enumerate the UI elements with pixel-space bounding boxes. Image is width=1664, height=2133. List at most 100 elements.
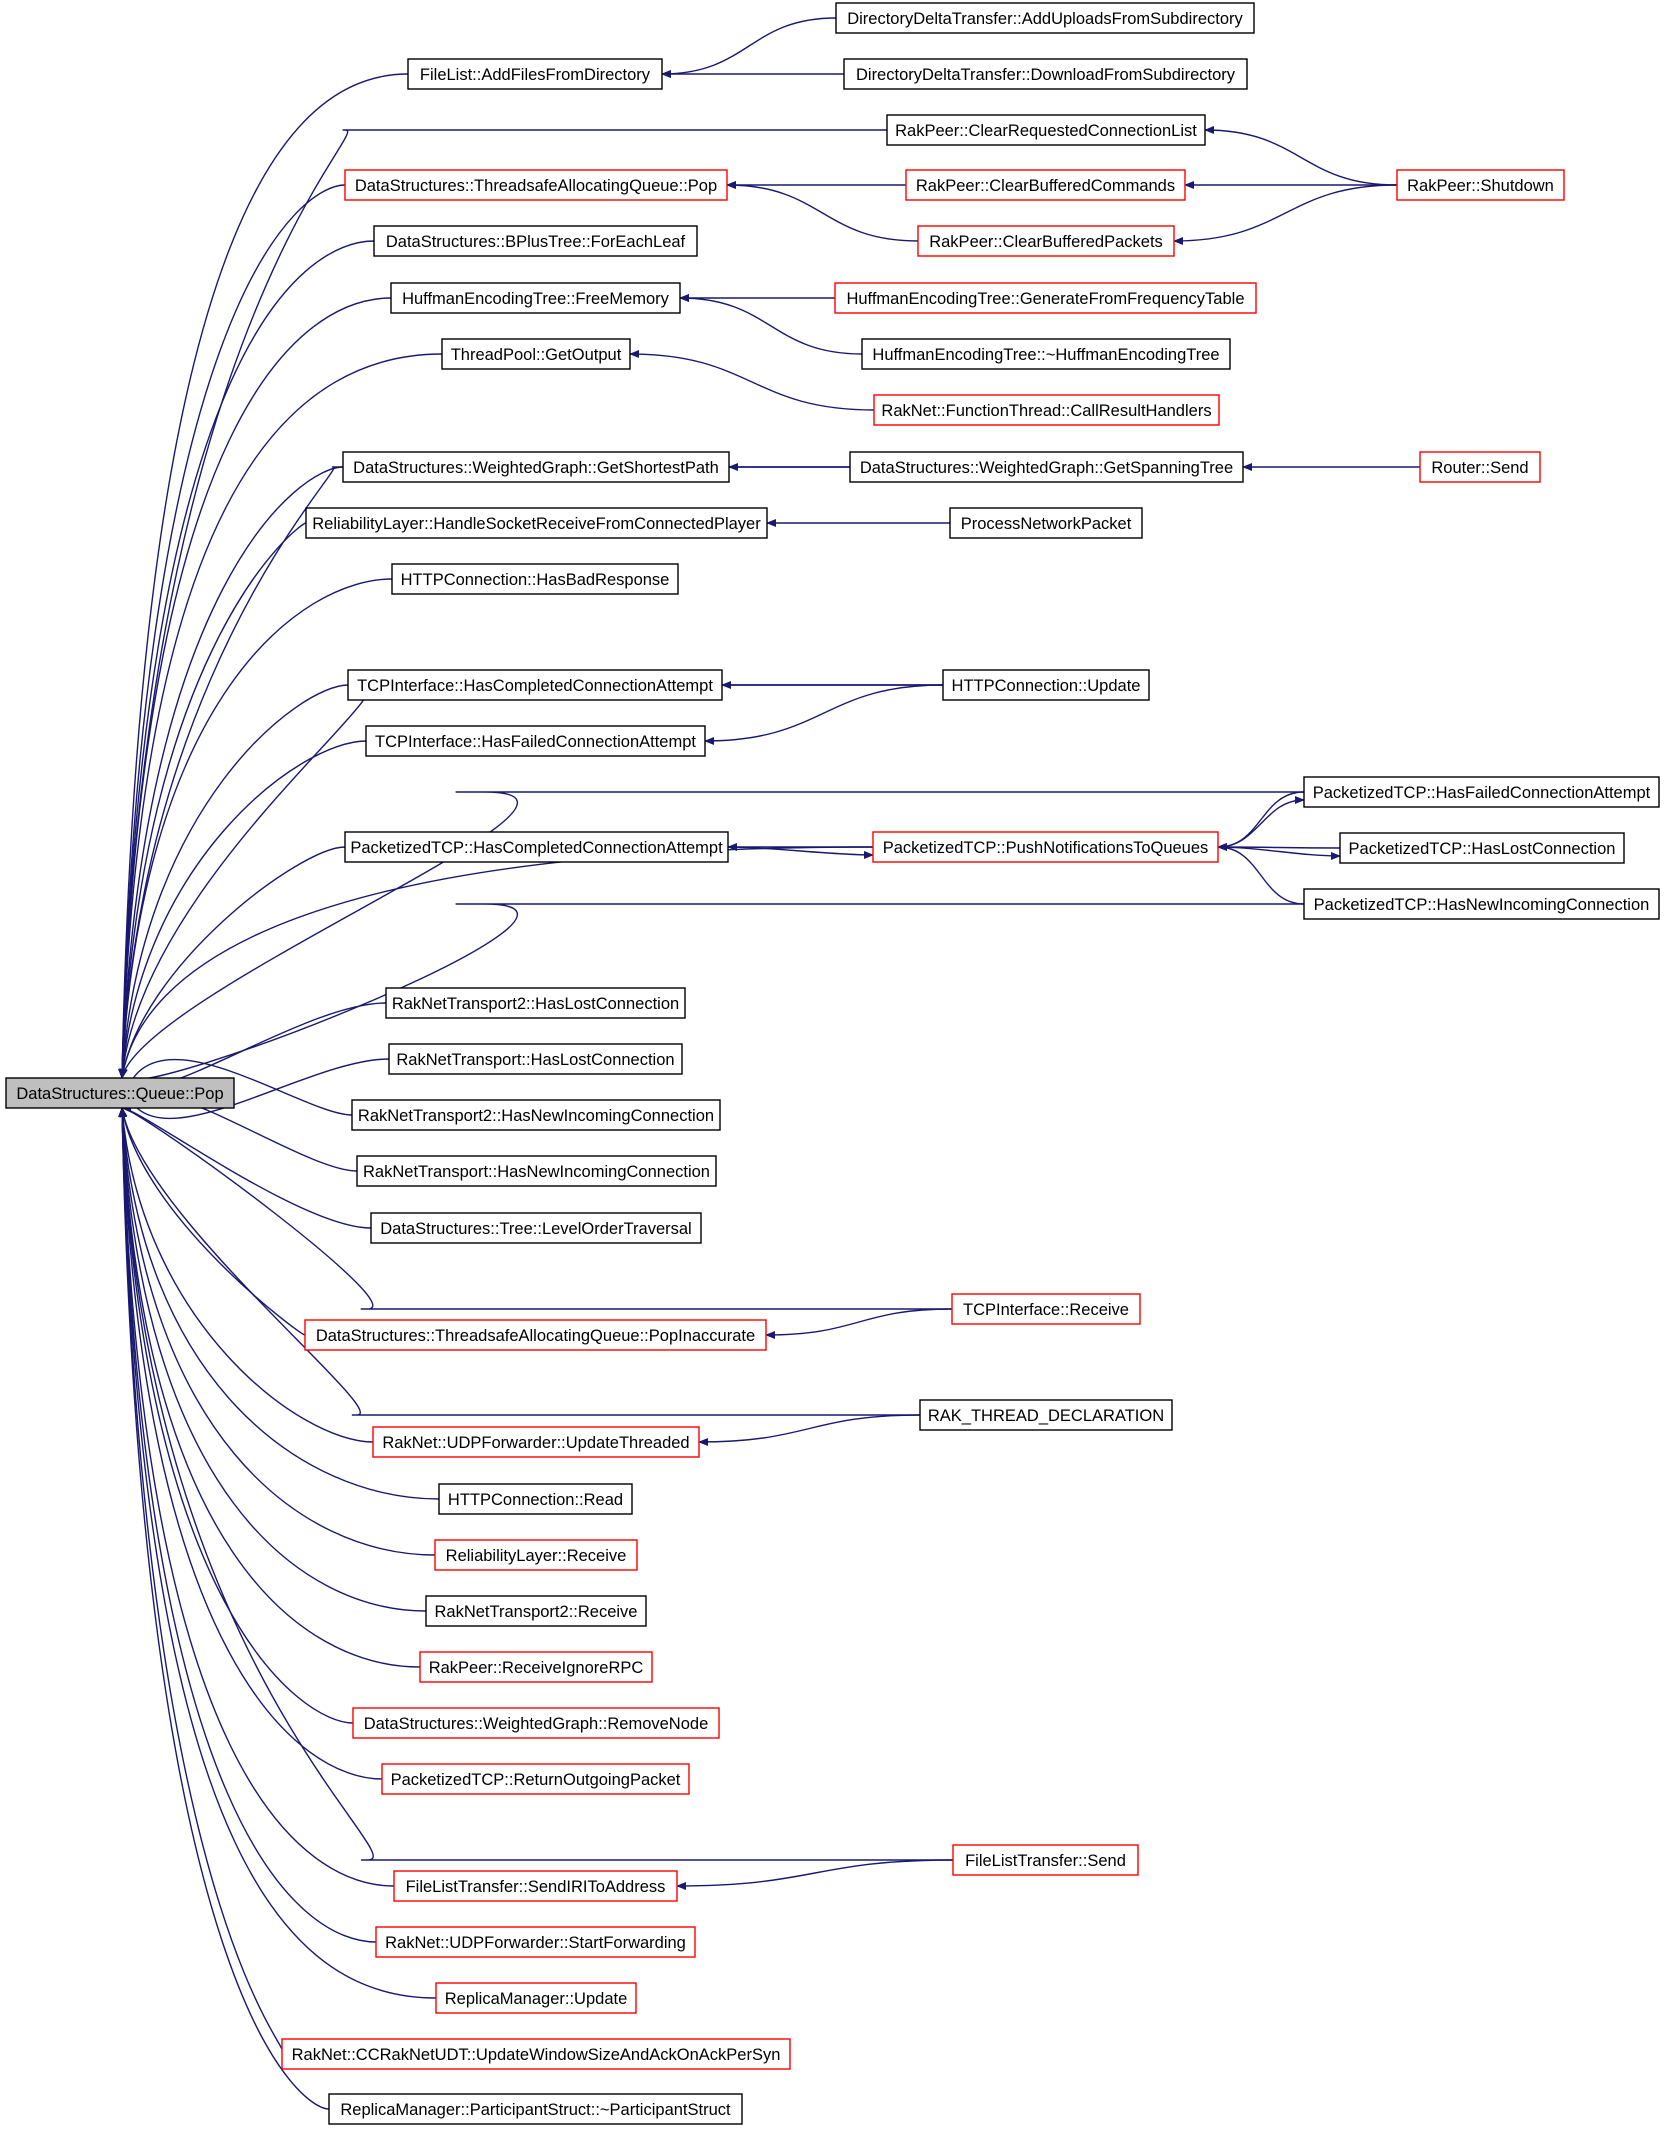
node-box	[835, 2, 1255, 34]
node-directory-delta-transfer-add-uploads-from-subdirectory[interactable]: DirectoryDeltaTransfer::AddUploadsFromSu…	[835, 2, 1255, 34]
node-rak-net-transport2-receive[interactable]: RakNetTransport2::Receive	[425, 1595, 647, 1627]
node-box	[347, 669, 723, 701]
node-box	[351, 1099, 721, 1131]
node-thread-pool-get-output[interactable]: ThreadPool::GetOutput	[441, 338, 631, 370]
node-huffman-encoding-tree-free-memory[interactable]: HuffmanEncodingTree::FreeMemory	[390, 282, 681, 314]
node-packetized-tcp-return-outgoing-packet[interactable]: PacketizedTCP::ReturnOutgoingPacket	[381, 1763, 690, 1795]
edge-n40-to-root	[118, 1107, 427, 1612]
node-box	[352, 1707, 720, 1739]
node-rak-peer-shutdown[interactable]: RakPeer::Shutdown	[1396, 169, 1565, 201]
node-file-list-transfer-send[interactable]: FileListTransfer::Send	[952, 1844, 1139, 1876]
node-replica-manager-update[interactable]: ReplicaManager::Update	[435, 1982, 637, 2014]
node-httpconnection-has-bad-response[interactable]: HTTPConnection::HasBadResponse	[391, 563, 679, 595]
node-file-list-add-files-from-directory[interactable]: FileList::AddFilesFromDirectory	[407, 58, 663, 90]
node-rak-net-udpforwarder-start-forwarding[interactable]: RakNet::UDPForwarder::StartForwarding	[375, 1926, 696, 1958]
node-label: DataStructures::Tree::LevelOrderTraversa…	[380, 1220, 691, 1238]
node-box	[919, 1399, 1173, 1431]
node-data-structures-bplus-tree-for-each-leaf[interactable]: DataStructures::BPlusTree::ForEachLeaf	[373, 225, 698, 257]
node-huffman-encoding-tree-generate-from-frequency-table[interactable]: HuffmanEncodingTree::GenerateFromFrequen…	[834, 282, 1257, 314]
node-box	[385, 987, 686, 1019]
node-box	[1419, 451, 1541, 483]
node-label: DataStructures::WeightedGraph::GetSpanni…	[860, 459, 1233, 477]
node-box	[435, 1982, 637, 2014]
node-box	[843, 58, 1248, 90]
node-httpconnection-update[interactable]: HTTPConnection::Update	[942, 669, 1150, 701]
node-rak-net-transport-has-new-incoming-connection[interactable]: RakNetTransport::HasNewIncomingConnectio…	[356, 1155, 717, 1187]
node-data-structures-weighted-graph-get-spanning-tree[interactable]: DataStructures::WeightedGraph::GetSpanni…	[849, 451, 1244, 483]
node-rak-net-transport-has-lost-connection[interactable]: RakNetTransport::HasLostConnection	[388, 1043, 683, 1075]
node-box	[1396, 169, 1565, 201]
node-data-structures-weighted-graph-get-shortest-path[interactable]: DataStructures::WeightedGraph::GetShorte…	[342, 451, 730, 483]
node-box	[438, 1483, 633, 1515]
node-packetized-tcp-has-completed-connection-attempt[interactable]: PacketizedTCP::HasCompletedConnectionAtt…	[344, 831, 729, 863]
node-box	[344, 169, 728, 201]
node-data-structures-threadsafe-allocating-queue-pop[interactable]: DataStructures::ThreadsafeAllocatingQueu…	[344, 169, 728, 201]
node-directory-delta-transfer-download-from-subdirectory[interactable]: DirectoryDeltaTransfer::DownloadFromSubd…	[843, 58, 1248, 90]
node-label: FileListTransfer::Send	[965, 1852, 1126, 1870]
node-label: ReplicaManager::ParticipantStruct::~Part…	[340, 2101, 731, 2119]
node-rak-peer-clear-buffered-commands[interactable]: RakPeer::ClearBufferedCommands	[905, 169, 1186, 201]
node-box	[886, 114, 1206, 146]
edge-n26-to-n27	[1217, 846, 1341, 860]
node-label: FileList::AddFilesFromDirectory	[420, 66, 651, 84]
node-box	[949, 507, 1143, 539]
node-label: RakPeer::Shutdown	[1407, 177, 1554, 195]
node-rak-net-function-thread-call-result-handlers[interactable]: RakNet::FunctionThread::CallResultHandle…	[873, 394, 1220, 426]
node-huffman-encoding-tree-tilde-huffman-encoding-tree[interactable]: HuffmanEncodingTree::~HuffmanEncodingTre…	[861, 338, 1231, 370]
edge-n47-to-root	[118, 1107, 437, 1999]
node-data-structures-queue-pop[interactable]: DataStructures::Queue::Pop	[5, 1077, 235, 1109]
node-label: HuffmanEncodingTree::FreeMemory	[402, 290, 670, 308]
edge-n20-to-root	[118, 578, 393, 1079]
node-data-structures-weighted-graph-remove-node[interactable]: DataStructures::WeightedGraph::RemoveNod…	[352, 1707, 720, 1739]
node-label: ReplicaManager::Update	[445, 1990, 628, 2008]
edge-n37-to-root	[118, 1107, 374, 1443]
node-rak-net-transport2-has-lost-connection[interactable]: RakNetTransport2::HasLostConnection	[385, 987, 686, 1019]
edge-n12-to-n10	[679, 294, 863, 355]
node-label: DataStructures::WeightedGraph::GetShorte…	[353, 459, 719, 477]
node-packetized-tcp-push-notifications-to-queues[interactable]: PacketizedTCP::PushNotificationsToQueues	[872, 831, 1219, 863]
node-box	[391, 563, 679, 595]
edge-n36-to-n37	[698, 1414, 921, 1446]
edge-n7-to-n4	[1204, 126, 1398, 186]
node-label: ProcessNetworkPacket	[961, 515, 1132, 533]
node-box	[381, 1763, 690, 1795]
node-rak-net-transport2-has-new-incoming-connection[interactable]: RakNetTransport2::HasNewIncomingConnecti…	[351, 1099, 721, 1131]
edge-n14-to-n13	[629, 350, 875, 411]
node-box	[375, 1926, 696, 1958]
node-packetized-tcp-has-lost-connection[interactable]: PacketizedTCP::HasLostConnection	[1339, 832, 1625, 864]
node-rak-net-udpforwarder-update-threaded[interactable]: RakNet::UDPForwarder::UpdateThreaded	[372, 1426, 700, 1458]
node-file-list-transfer-send-irito-address[interactable]: FileListTransfer::SendIRIToAddress	[393, 1870, 678, 1902]
node-data-structures-tree-level-order-traversal[interactable]: DataStructures::Tree::LevelOrderTraversa…	[370, 1212, 702, 1244]
node-process-network-packet[interactable]: ProcessNetworkPacket	[949, 507, 1143, 539]
node-rak-peer-clear-buffered-packets[interactable]: RakPeer::ClearBufferedPackets	[917, 225, 1175, 257]
node-packetized-tcp-has-failed-connection-attempt[interactable]: PacketizedTCP::HasFailedConnectionAttemp…	[1303, 776, 1660, 808]
node-tcpinterface-has-failed-connection-attempt[interactable]: TCPInterface::HasFailedConnectionAttempt	[365, 725, 706, 757]
function-nodes: DataStructures::Queue::Pop DirectoryDelta…	[5, 2, 1660, 2125]
node-reliability-layer-handle-socket-receive-from-connected-player[interactable]: ReliabilityLayer::HandleSocketReceiveFro…	[305, 507, 768, 539]
node-label: DataStructures::BPlusTree::ForEachLeaf	[386, 233, 686, 251]
node-httpconnection-read[interactable]: HTTPConnection::Read	[438, 1483, 633, 1515]
node-reliability-layer-receive[interactable]: ReliabilityLayer::Receive	[434, 1539, 638, 1571]
node-label: HTTPConnection::Update	[952, 677, 1141, 695]
node-rak-peer-clear-requested-connection-list[interactable]: RakPeer::ClearRequestedConnectionList	[886, 114, 1206, 146]
edge-n44-to-n45	[676, 1859, 954, 1890]
node-rak-net-ccrak-net-udt-update-window-size-and-ack-on-ack-per-syn[interactable]: RakNet::CCRakNetUDT::UpdateWindowSizeAnd…	[281, 2038, 791, 2070]
node-packetized-tcp-has-new-incoming-connection[interactable]: PacketizedTCP::HasNewIncomingConnection	[1303, 888, 1660, 920]
node-box	[388, 1043, 683, 1075]
node-box	[425, 1595, 647, 1627]
node-rak-thread-declaration[interactable]: RAK_THREAD_DECLARATION	[919, 1399, 1173, 1431]
edge-n15-to-root	[118, 466, 344, 1079]
edge-n43-to-root	[118, 1107, 383, 1780]
node-router-send[interactable]: Router::Send	[1419, 451, 1541, 483]
node-box	[407, 58, 663, 90]
node-label: TCPInterface::Receive	[963, 1301, 1129, 1319]
edge-n31-to-root	[119, 1058, 353, 1116]
node-label: RakPeer::ClearRequestedConnectionList	[895, 122, 1197, 140]
node-box	[1339, 832, 1625, 864]
node-data-structures-threadsafe-allocating-queue-pop-inaccurate[interactable]: DataStructures::ThreadsafeAllocatingQueu…	[304, 1319, 767, 1351]
node-tcpinterface-receive[interactable]: TCPInterface::Receive	[951, 1293, 1141, 1325]
edge-n22-to-n23	[704, 684, 944, 745]
node-replica-manager-participant-struct-tilde-participant-struct[interactable]: ReplicaManager::ParticipantStruct::~Part…	[328, 2093, 743, 2125]
node-tcpinterface-has-completed-connection-attempt[interactable]: TCPInterface::HasCompletedConnectionAtte…	[347, 669, 723, 701]
node-rak-peer-receive-ignore-rpc[interactable]: RakPeer::ReceiveIgnoreRPC	[419, 1651, 653, 1683]
